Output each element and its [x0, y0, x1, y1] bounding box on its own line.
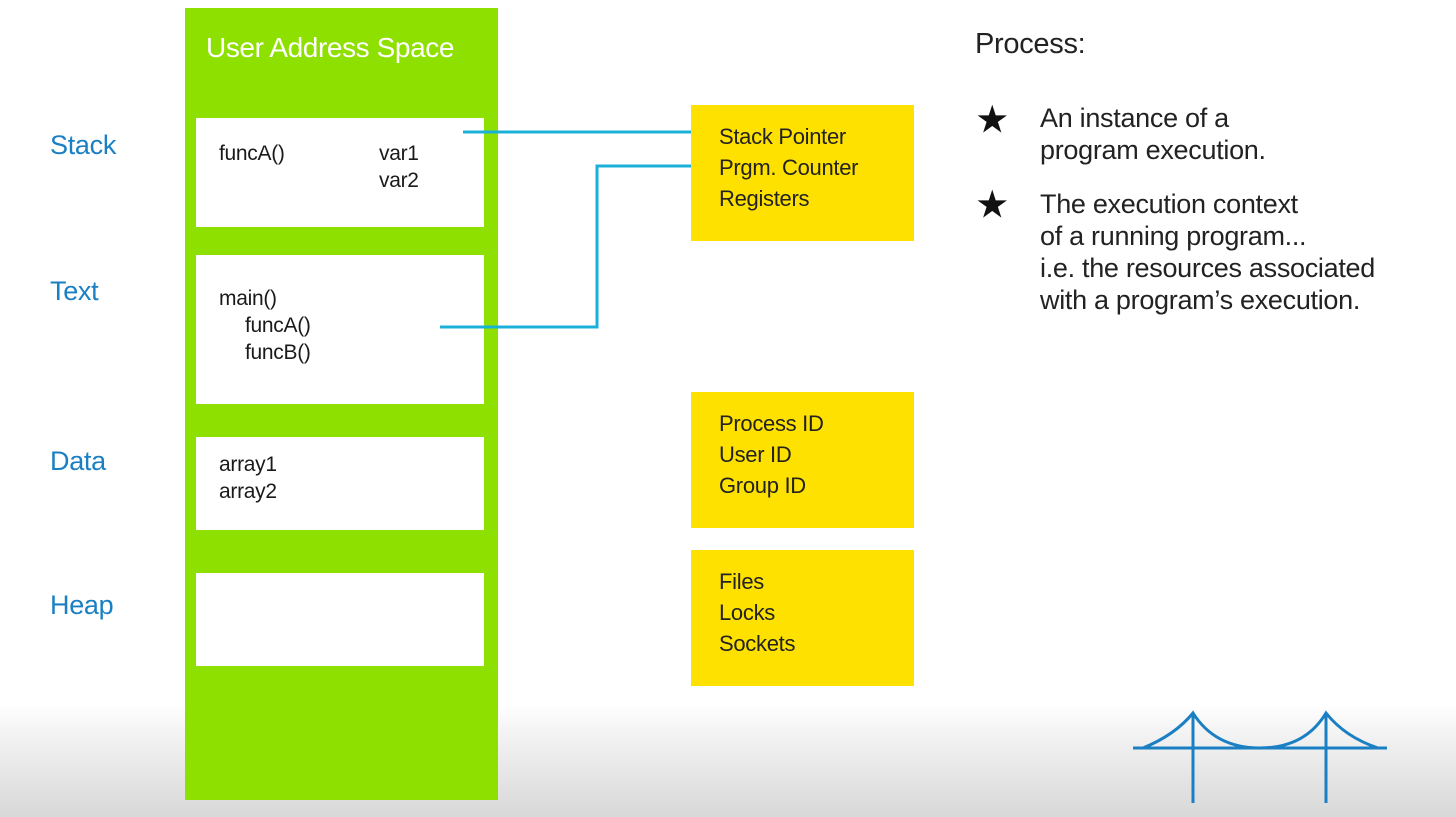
- bullet-1: An instance of a program execution.: [1040, 102, 1266, 166]
- data-array1-text: array1: [219, 453, 277, 476]
- context-line: Registers: [719, 186, 810, 211]
- bullet-2: The execution context of a running progr…: [1040, 188, 1375, 316]
- stack-var2-text: var2: [379, 169, 419, 192]
- process-heading: Process:: [975, 28, 1086, 60]
- context-line: Locks: [719, 600, 775, 625]
- data-segment-box: [196, 437, 484, 530]
- cpu-context-box: Stack Pointer Prgm. Counter Registers: [691, 105, 914, 241]
- resources-context-box: Files Locks Sockets: [691, 550, 914, 686]
- text-funcb-text: funcB(): [245, 341, 311, 364]
- context-line: User ID: [719, 442, 792, 467]
- program-counter-connector: [440, 164, 691, 329]
- context-line: Files: [719, 569, 764, 594]
- text-segment-box: [196, 255, 484, 404]
- text-funca-text: funcA(): [245, 314, 311, 337]
- bullet-line: The execution context: [1040, 189, 1298, 219]
- segment-label-text: Text: [50, 276, 99, 306]
- address-space-title: User Address Space: [206, 32, 455, 63]
- star-icon: ★: [977, 101, 1008, 139]
- segment-label-heap: Heap: [50, 590, 114, 620]
- context-line: Prgm. Counter: [719, 155, 859, 180]
- stack-func-text: funcA(): [219, 142, 285, 165]
- context-line: Stack Pointer: [719, 124, 846, 149]
- segment-label-data: Data: [50, 446, 106, 476]
- context-line: Sockets: [719, 631, 796, 656]
- bullet-line: i.e. the resources associated: [1040, 253, 1375, 283]
- bullet-line: of a running program...: [1040, 221, 1307, 251]
- data-array2-text: array2: [219, 480, 277, 503]
- heap-segment-box: [196, 573, 484, 666]
- context-line: Group ID: [719, 473, 806, 498]
- bridge-logo-icon: [1133, 710, 1387, 803]
- stack-var1-text: var1: [379, 142, 419, 165]
- bullet-line: An instance of a: [1040, 103, 1229, 133]
- stack-segment-box: [196, 118, 484, 227]
- star-icon: ★: [977, 186, 1008, 224]
- context-line: Process ID: [719, 411, 824, 436]
- segment-label-stack: Stack: [50, 130, 117, 160]
- bullet-line: with a program’s execution.: [1040, 285, 1361, 315]
- text-main-text: main(): [219, 287, 277, 310]
- ids-context-box: Process ID User ID Group ID: [691, 392, 914, 528]
- bullet-line: program execution.: [1040, 135, 1266, 165]
